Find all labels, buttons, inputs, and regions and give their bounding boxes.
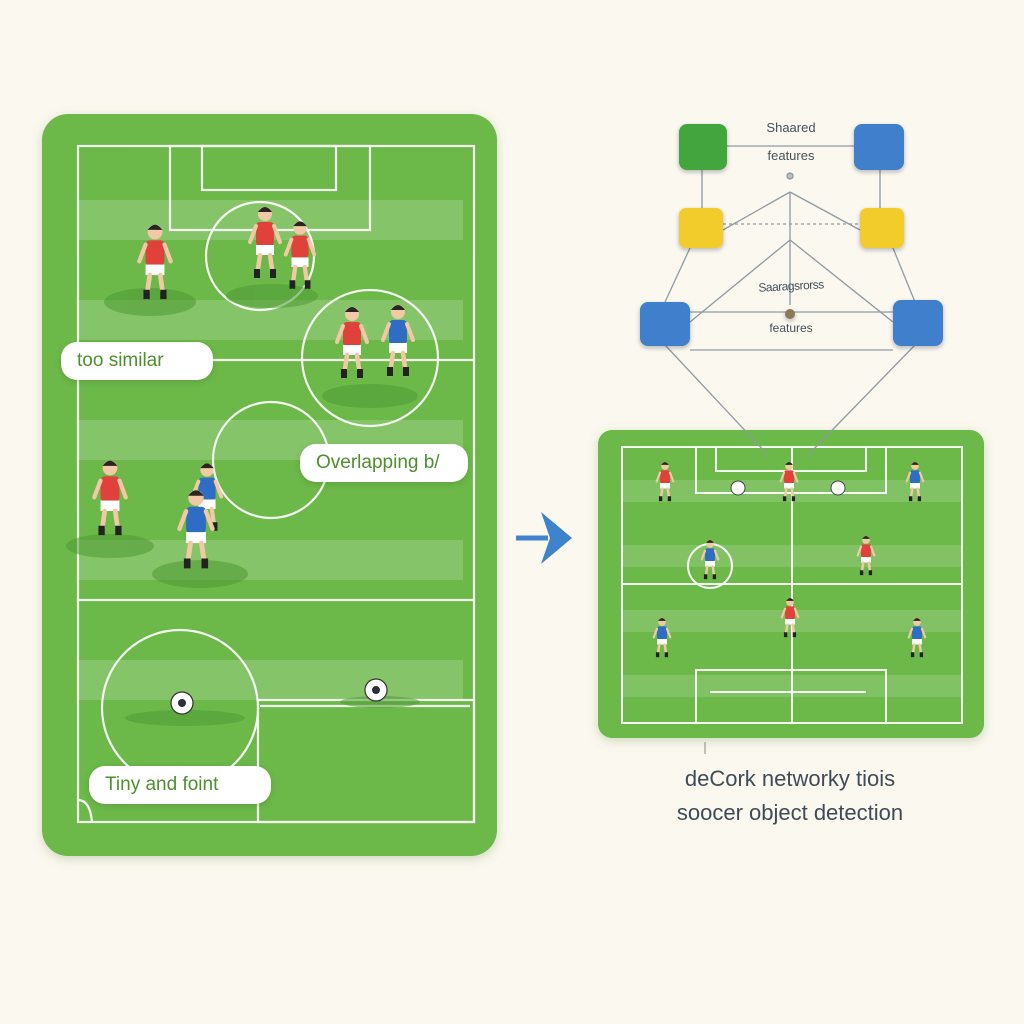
- player-figure: [652, 618, 672, 658]
- network-connections: [664, 145, 916, 456]
- player-figure: [779, 462, 799, 502]
- player-figure: [92, 460, 128, 536]
- node-yellow-right: [860, 208, 904, 248]
- players-layer: [92, 207, 927, 658]
- player-figure: [177, 490, 215, 569]
- player-figure: [905, 462, 925, 502]
- caption-line1: deCork networky tiois: [684, 766, 896, 791]
- player-figure: [700, 540, 720, 580]
- caption-line2: soocer object detection: [676, 800, 904, 825]
- node-blue-right: [893, 300, 943, 346]
- node-yellow-left: [679, 208, 723, 248]
- network-top-label-line1: Shaared: [766, 120, 816, 135]
- left-soccer-field: [42, 114, 497, 856]
- overlapping-label: Overlapping b/: [300, 444, 468, 482]
- player-figure: [137, 224, 173, 300]
- too-similar-label: too similar: [61, 342, 213, 380]
- node-blue-left: [640, 302, 690, 346]
- node-center-dot: [785, 309, 795, 319]
- node-blue-top: [854, 124, 904, 170]
- network-bottom-label: features: [769, 321, 813, 335]
- player-figure: [780, 598, 800, 638]
- player-figure: [248, 207, 282, 279]
- player-figure: [335, 307, 369, 379]
- network-top-label-line2: features: [767, 148, 815, 163]
- network-nodes: [640, 124, 943, 346]
- player-figure: [856, 536, 876, 576]
- player-figure: [655, 462, 675, 502]
- tiny-faint-label: Tiny and foint: [89, 766, 271, 804]
- player-figure: [283, 221, 317, 290]
- node-green: [679, 124, 727, 170]
- player-figure: [907, 618, 927, 658]
- right-arrow-icon: [516, 512, 572, 564]
- soccer-ball-icon: [170, 480, 846, 715]
- player-figure: [381, 305, 415, 377]
